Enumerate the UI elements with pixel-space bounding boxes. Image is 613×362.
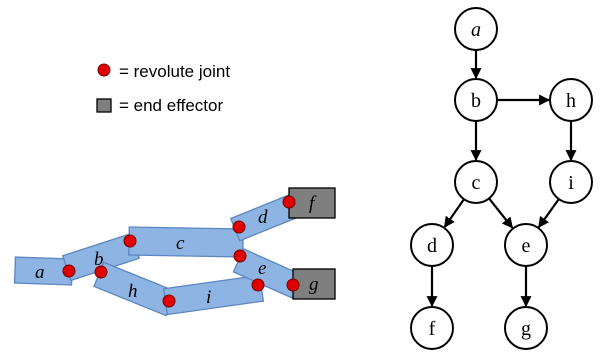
link-c: [128, 226, 244, 258]
link-label-b: b: [94, 249, 104, 270]
tree-node-b: b: [454, 78, 498, 122]
tree-node-a: a: [454, 7, 498, 51]
legend-joint-icon: [97, 63, 111, 77]
link-label-d: d: [258, 207, 268, 228]
tree-node-label-f: f: [429, 318, 436, 340]
link-label-e: e: [258, 258, 266, 279]
joint-c-e: [233, 249, 247, 263]
legend: = revolute joint = end effector: [96, 62, 230, 115]
legend-joint-label: = revolute joint: [119, 62, 230, 81]
mechanism: a b c d e h i f g: [13, 187, 336, 317]
joint-i-e: [251, 278, 265, 292]
tree-node-label-d: d: [427, 235, 437, 257]
link-i: [162, 274, 265, 316]
effector-f: [288, 187, 336, 219]
tree-node-label-h: h: [566, 90, 576, 112]
tree-node-label-g: g: [521, 318, 531, 340]
joint-h-i: [162, 294, 176, 308]
joint-b-c: [123, 234, 137, 248]
tree-node-label-e: e: [522, 235, 531, 257]
link-label-h: h: [128, 281, 138, 302]
tree-edges: [426, 50, 577, 308]
legend-effector-label: = end effector: [119, 96, 223, 115]
tree-nodes: a b h c i d e f: [410, 7, 593, 350]
tree-node-label-a: a: [471, 19, 481, 41]
tree-node-i: i: [549, 160, 593, 204]
tree-node-f: f: [410, 306, 454, 350]
joint-c-d: [232, 220, 246, 234]
tree-edge-i-e: [537, 198, 560, 228]
tree-node-label-c: c: [472, 172, 481, 194]
legend-effector-icon: [96, 98, 112, 113]
link-label-a: a: [35, 262, 45, 283]
tree-node-label-b: b: [471, 90, 481, 112]
tree-node-c: c: [454, 160, 498, 204]
tree-edge-c-d: [443, 198, 465, 228]
tree-node-h: h: [549, 78, 593, 122]
effector-label-f: f: [309, 193, 317, 214]
effector-label-g: g: [309, 274, 319, 295]
tree-node-g: g: [504, 306, 548, 350]
effector-g: [292, 268, 336, 300]
joint-d-f: [282, 195, 296, 209]
tree-node-label-i: i: [568, 172, 574, 194]
joint-a-b: [62, 264, 76, 278]
link-label-c: c: [176, 233, 185, 254]
joint-e-g: [286, 278, 300, 292]
link-label-i: i: [206, 287, 211, 308]
tree-node-d: d: [410, 223, 454, 267]
tree-edge-c-e: [488, 197, 514, 229]
tree-node-e: e: [504, 223, 548, 267]
joint-b-h: [94, 265, 108, 279]
